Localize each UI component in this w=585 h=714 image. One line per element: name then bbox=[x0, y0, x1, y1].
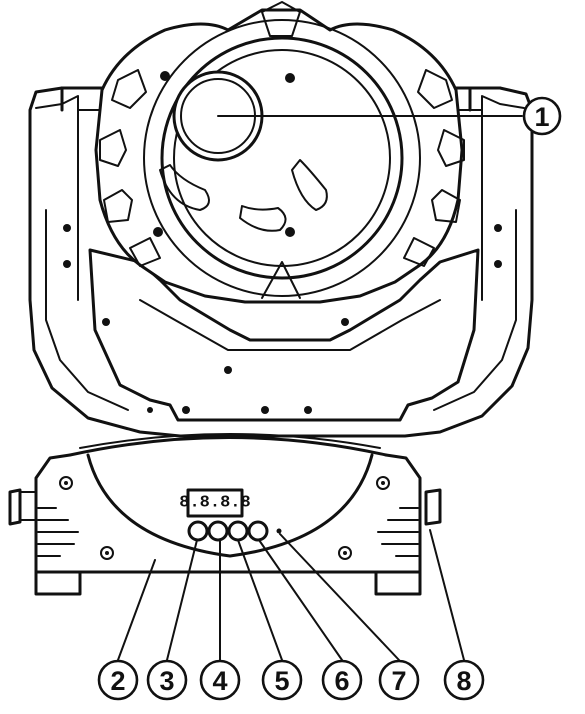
callout-6: 6 bbox=[321, 659, 363, 701]
svg-text:4: 4 bbox=[212, 666, 227, 696]
callout-4: 4 bbox=[199, 659, 241, 701]
leader-lines bbox=[117, 115, 523, 661]
svg-text:2: 2 bbox=[110, 666, 125, 696]
svg-text:8: 8 bbox=[456, 666, 471, 696]
callout-7: 7 bbox=[378, 659, 420, 701]
callout-5: 5 bbox=[261, 659, 303, 701]
down-button[interactable] bbox=[227, 520, 249, 542]
callout-8: 8 bbox=[443, 659, 485, 701]
ir-receiver bbox=[276, 528, 282, 534]
callout-2: 2 bbox=[97, 659, 139, 701]
svg-text:1: 1 bbox=[534, 102, 549, 132]
led-display-readout: 8.8.8.8 bbox=[179, 494, 250, 513]
led-display bbox=[186, 488, 244, 518]
svg-text:6: 6 bbox=[334, 666, 349, 696]
up-button[interactable] bbox=[207, 520, 229, 542]
svg-text:3: 3 bbox=[159, 666, 174, 696]
svg-text:7: 7 bbox=[391, 666, 406, 696]
base: 8.8.8.8 bbox=[8, 433, 442, 596]
callout-3: 3 bbox=[146, 659, 188, 701]
menu-button[interactable] bbox=[187, 520, 209, 542]
enter-button[interactable] bbox=[247, 520, 269, 542]
svg-text:5: 5 bbox=[274, 666, 289, 696]
callout-1: 1 bbox=[522, 96, 562, 136]
moving-head bbox=[94, 1, 465, 304]
